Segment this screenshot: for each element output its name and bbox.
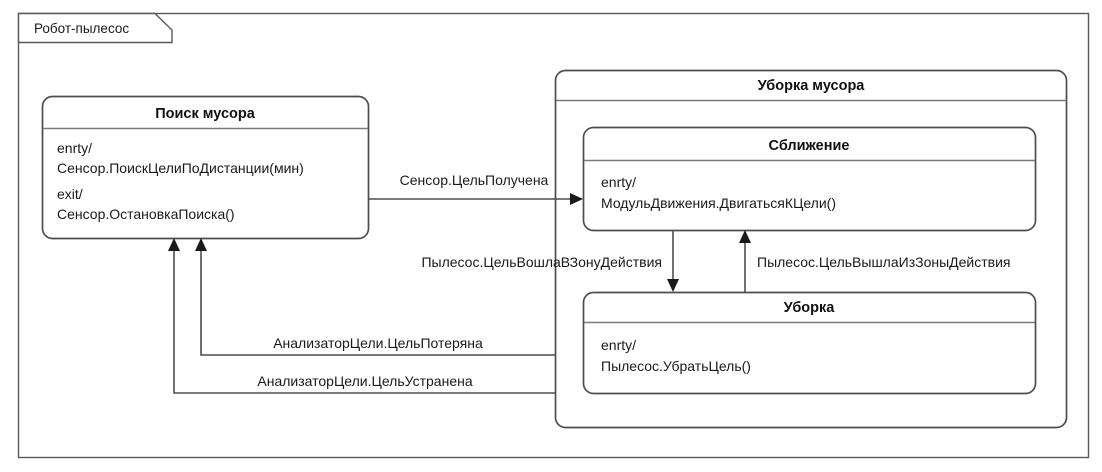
frame-name-tab bbox=[17, 12, 173, 44]
state-search-body-line-2: Сенсор.ПоискЦелиПоДистанции(мин) bbox=[57, 160, 304, 176]
state-cleaning-composite-title: Уборка мусора bbox=[758, 78, 866, 94]
state-search-box[interactable] bbox=[41, 95, 370, 240]
state-search-body-line-1: enrty/ bbox=[57, 140, 92, 156]
state-cleanup-body-line-1: enrty/ bbox=[601, 337, 636, 353]
arrow-head-down-icon bbox=[667, 279, 679, 292]
state-approach-box[interactable] bbox=[582, 126, 1037, 232]
transition-target-eliminated-line bbox=[173, 246, 555, 394]
arrow-head-right-icon bbox=[570, 193, 583, 205]
state-cleanup-title: Уборка bbox=[784, 300, 836, 316]
state-approach-title: Сближение bbox=[769, 138, 850, 154]
transition-target-left-zone[interactable]: Пылесос.ЦельВышлаИзЗоныДействия bbox=[739, 230, 1011, 292]
state-approach-body-line-1: enrty/ bbox=[601, 174, 636, 190]
state-search-body-line-4: Сенсор.ОстановкаПоиска() bbox=[57, 206, 235, 222]
transition-target-entered-zone[interactable]: Пылесос.ЦельВошлаВЗонуДействия bbox=[421, 230, 679, 292]
transition-target-acquired[interactable]: Сенсор.ЦельПолучена bbox=[368, 172, 583, 205]
arrow-head-up-icon bbox=[739, 230, 751, 243]
state-approach-body-line-2: МодульДвижения.ДвигатьсяКЦели() bbox=[601, 195, 836, 211]
state-cleanup-box[interactable] bbox=[582, 291, 1037, 395]
transition-target-left-zone-label: Пылесос.ЦельВышлаИзЗоныДействия bbox=[757, 254, 1011, 270]
transition-target-lost-label: АнализаторЦели.ЦельПотеряна bbox=[273, 335, 483, 351]
state-search-title: Поиск мусора bbox=[155, 106, 256, 122]
arrow-head-up-icon bbox=[168, 238, 180, 251]
transition-target-lost[interactable]: АнализаторЦели.ЦельПотеряна bbox=[195, 238, 555, 356]
arrow-head-up-icon bbox=[195, 238, 207, 251]
transition-target-acquired-label: Сенсор.ЦельПолучена bbox=[400, 172, 549, 188]
transition-target-lost-line bbox=[200, 246, 555, 356]
state-search-body-line-3: exit/ bbox=[57, 186, 83, 202]
transition-target-eliminated[interactable]: АнализаторЦели.ЦельУстранена bbox=[168, 238, 555, 394]
state-cleanup-body-line-2: Пылесос.УбратьЦель() bbox=[601, 358, 751, 374]
transition-target-entered-zone-label: Пылесос.ЦельВошлаВЗонуДействия bbox=[421, 254, 662, 270]
frame-label: Робот-пылесос bbox=[34, 21, 129, 36]
transition-target-eliminated-label: АнализаторЦели.ЦельУстранена bbox=[257, 373, 472, 389]
